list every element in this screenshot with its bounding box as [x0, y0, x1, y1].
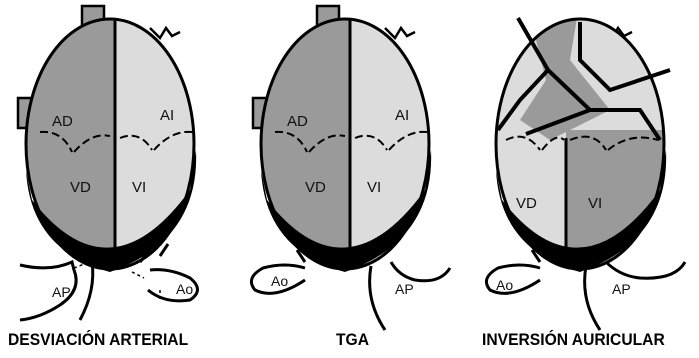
label-ao: Ao [176, 281, 193, 297]
label-la: AI [395, 107, 409, 124]
label-ao: Ao [496, 277, 513, 293]
label-ao: Ao [271, 273, 288, 289]
pa-vessel-icon [585, 262, 685, 330]
label-pa: AP [52, 284, 71, 300]
label-ra: AD [52, 113, 73, 130]
label-rv: VD [516, 195, 537, 212]
caption-atrial-switch: INVERSIÓN AURICULAR [482, 330, 665, 350]
label-pa: AP [395, 281, 414, 297]
label-rv: VD [70, 179, 91, 196]
label-lv: VI [132, 179, 146, 196]
label-lv: VI [367, 179, 381, 196]
caption-arterial-switch: DESVIACIÓN ARTERIAL [8, 330, 188, 350]
label-ra: AD [287, 113, 308, 130]
panel-atrial-switch: VD VI Ao AP [470, 0, 699, 330]
panel-tga: AD AI VD VI Ao AP [235, 0, 470, 330]
label-rv: VD [305, 179, 326, 196]
caption-tga: TGA [336, 330, 369, 350]
label-la: AI [160, 107, 174, 124]
label-lv: VI [588, 195, 602, 212]
panel-arterial-switch: AD AI VD VI AP Ao [0, 0, 235, 320]
label-pa: AP [612, 281, 631, 297]
